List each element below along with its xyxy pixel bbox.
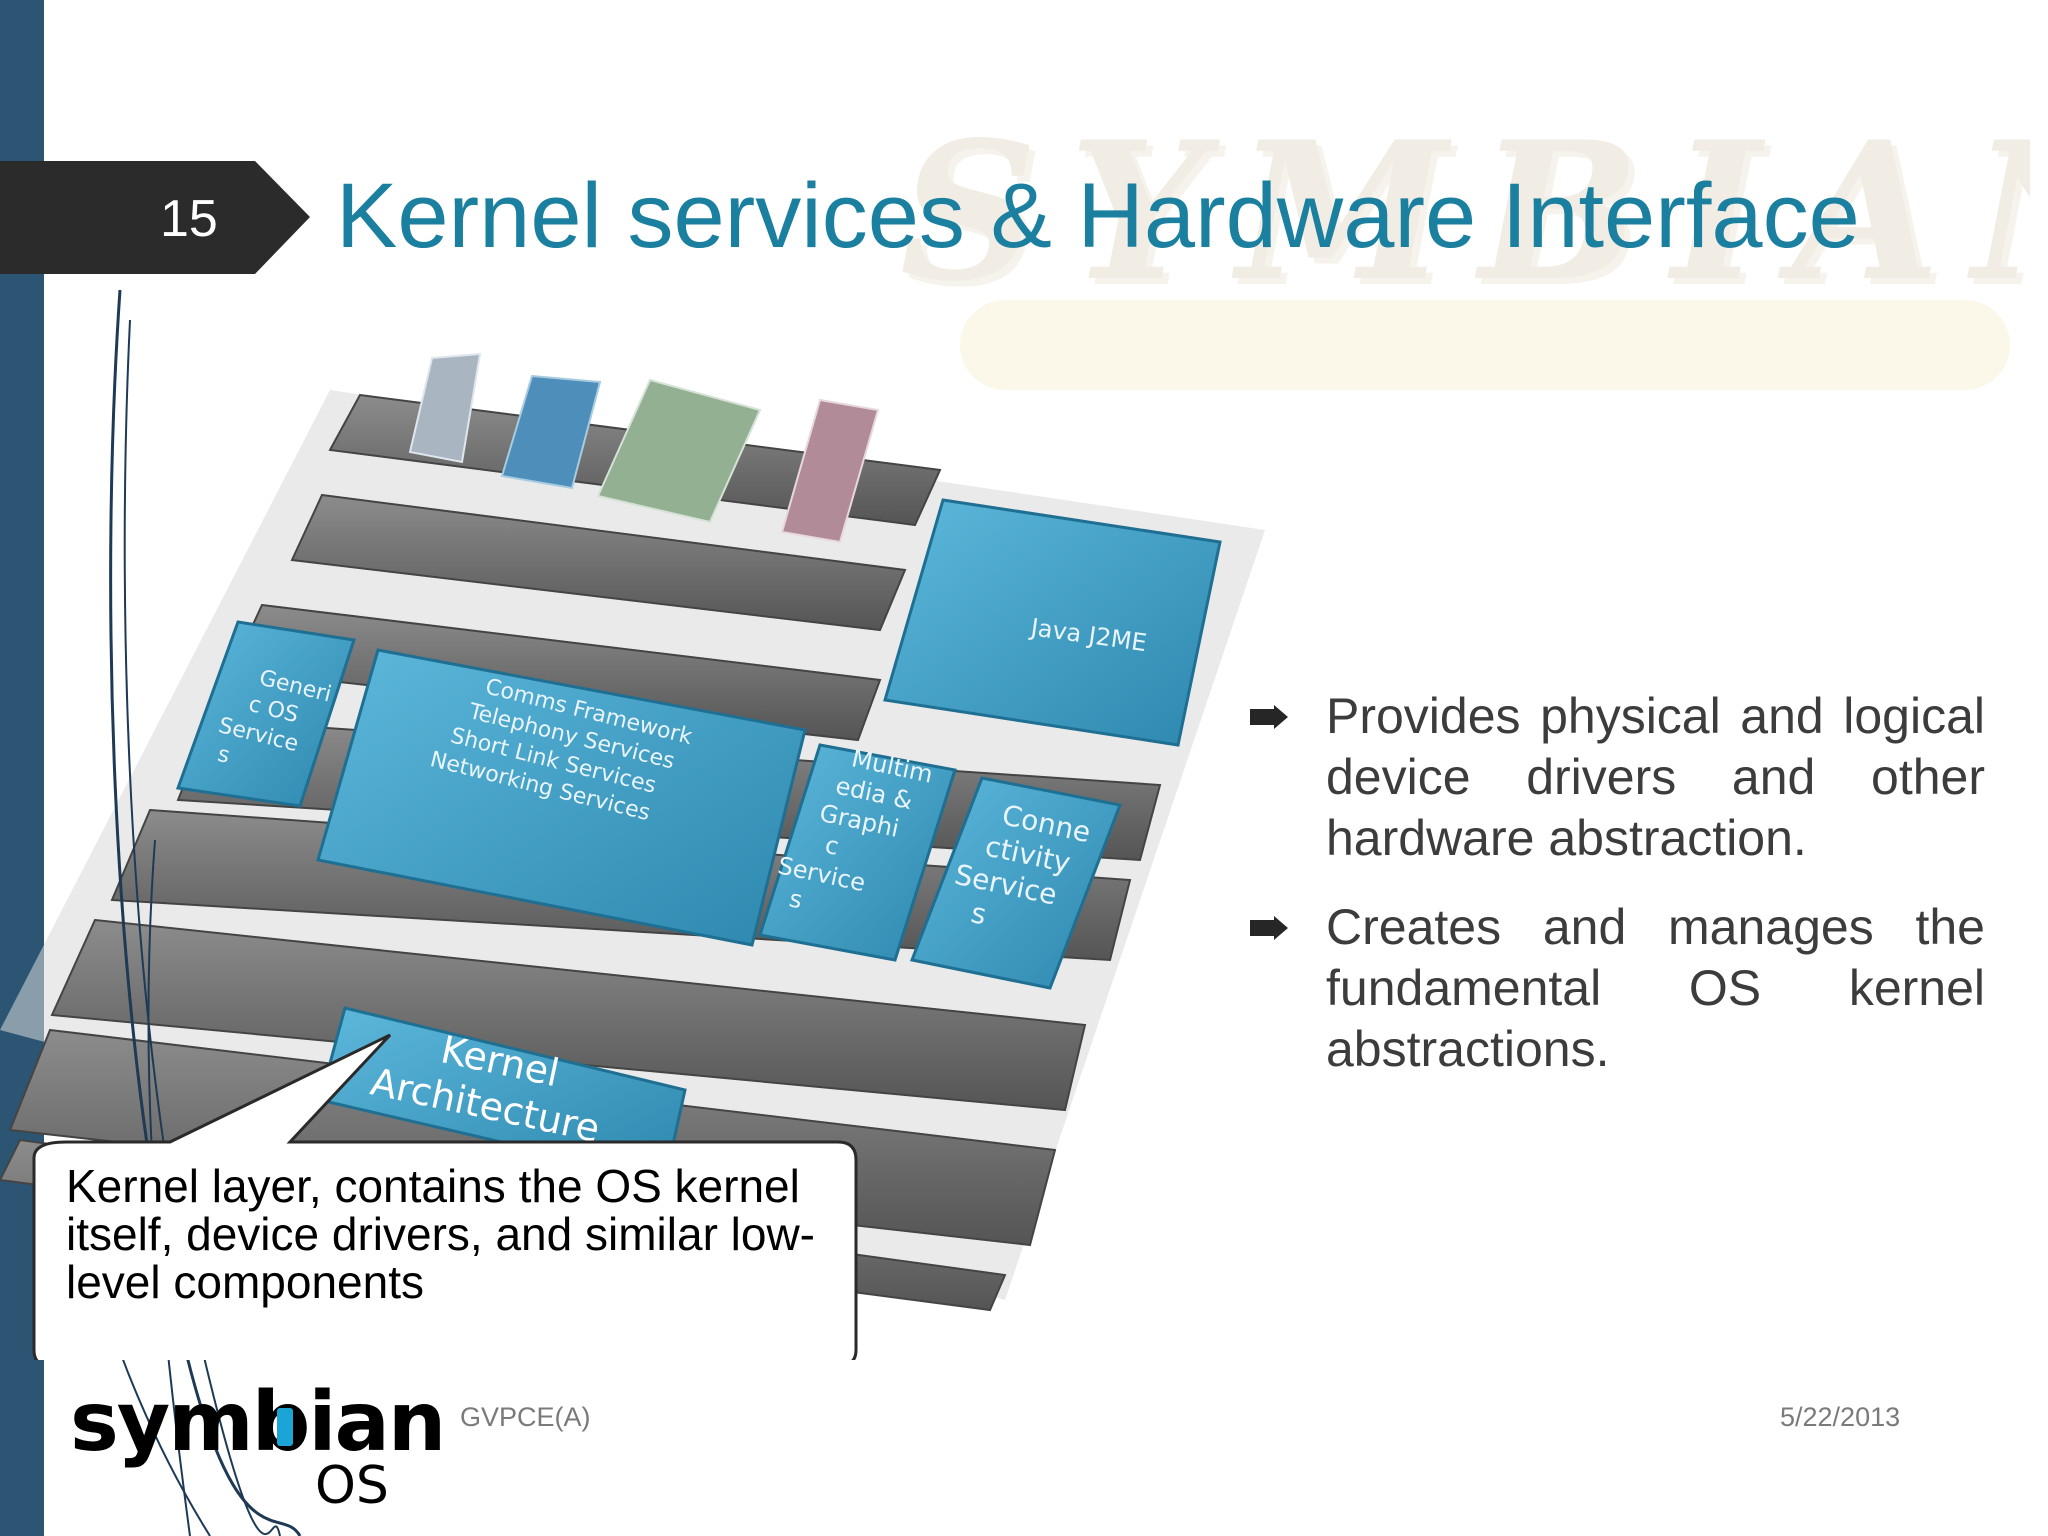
footer-date: 5/22/2013	[1780, 1402, 1900, 1433]
bullet-list: Provides physical and logical device dri…	[1250, 686, 1985, 1108]
bullet-item: Provides physical and logical device dri…	[1250, 686, 1985, 869]
bullet-text: Provides physical and logical device dri…	[1326, 688, 1985, 866]
slide-title: Kernel services & Hardware Interface	[336, 164, 1860, 269]
arrow-bullet-icon	[1250, 705, 1288, 729]
bullet-text: Creates and manages the fundamental OS k…	[1326, 899, 1985, 1077]
callout-text: Kernel layer, contains the OS kernel its…	[66, 1162, 866, 1306]
java-j2me-block: Java J2ME	[885, 500, 1220, 745]
logo-os-suffix: OS	[315, 1456, 389, 1516]
footer-organization: GVPCE(A)	[460, 1402, 591, 1433]
symbian-os-logo: symbian OS	[70, 1378, 400, 1508]
slide-number-tab: 15	[0, 161, 310, 274]
arrow-bullet-icon	[1250, 916, 1288, 940]
bullet-item: Creates and manages the fundamental OS k…	[1250, 897, 1985, 1080]
logo-accent-dot	[277, 1408, 293, 1446]
slide-number: 15	[160, 189, 218, 249]
logo-wordmark: symbian	[70, 1378, 444, 1468]
